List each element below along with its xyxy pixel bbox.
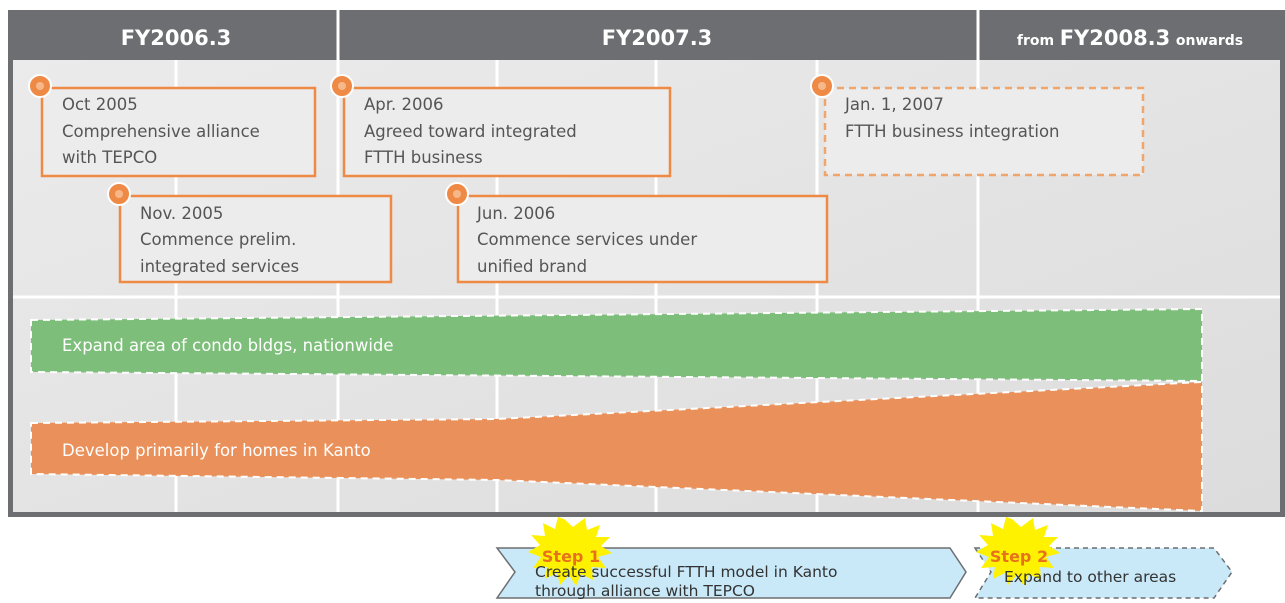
event-jun-2006: Jun. 2006 Commence services under unifie…: [445, 182, 829, 284]
event-box: [40, 86, 317, 178]
event-jan-2007: Jan. 1, 2007 FTTH business integration: [810, 74, 1145, 177]
event-text-line: Agreed toward integrated: [364, 122, 577, 141]
event-date: Nov. 2005: [140, 204, 223, 223]
step-2-text-line: Expand to other areas: [1004, 568, 1176, 586]
event-text-line: Commence prelim.: [140, 230, 296, 249]
step-1-badge: Step 1: [542, 547, 600, 566]
event-apr-2006: Apr. 2006 Agreed toward integrated FTTH …: [330, 74, 672, 178]
event-nov-2005: Nov. 2005 Commence prelim. integrated se…: [107, 182, 393, 284]
event-box: [342, 86, 672, 178]
event-text-line: integrated services: [140, 257, 299, 276]
step-1-text-line: through alliance with TEPCO: [535, 582, 755, 600]
event-oct-2005: Oct 2005 Comprehensive alliance with TEP…: [28, 74, 317, 178]
event-date: Jun. 2006: [476, 204, 555, 223]
event-box: [823, 86, 1145, 177]
fy2006-label: FY2006.3: [121, 26, 232, 50]
event-box: [456, 194, 829, 284]
event-text-line: FTTH business: [364, 148, 483, 167]
fy2007-label: FY2007.3: [602, 26, 713, 50]
step-1: Step 1 Create successful FTTH model in K…: [495, 517, 967, 600]
fy2008-label: from FY2008.3 onwards: [1017, 26, 1243, 50]
event-box: [118, 194, 393, 284]
event-text-line: unified brand: [477, 257, 587, 276]
step-2-starburst-icon: [976, 517, 1060, 586]
step-2: Step 2 Expand to other areas: [973, 517, 1233, 599]
event-date: Jan. 1, 2007: [844, 95, 944, 114]
green-expansion-band: [30, 307, 1203, 383]
step-1-arrow: [495, 547, 967, 599]
orange-kanto-band: [30, 380, 1203, 513]
step-2-badge: Step 2: [990, 547, 1048, 566]
step-1-text-line: Create successful FTTH model in Kanto: [535, 563, 838, 581]
event-text-line: Comprehensive alliance: [62, 122, 260, 141]
step-1-starburst-icon: [528, 517, 612, 586]
event-text-line: with TEPCO: [62, 148, 157, 167]
event-date: Oct 2005: [62, 95, 138, 114]
event-date: Apr. 2006: [364, 95, 444, 114]
event-text-line: Commence services under: [477, 230, 697, 249]
orange-band-label: Develop primarily for homes in Kanto: [62, 441, 371, 460]
event-text-line: FTTH business integration: [845, 122, 1060, 141]
green-band-label: Expand area of condo bldgs, nationwide: [62, 336, 394, 355]
